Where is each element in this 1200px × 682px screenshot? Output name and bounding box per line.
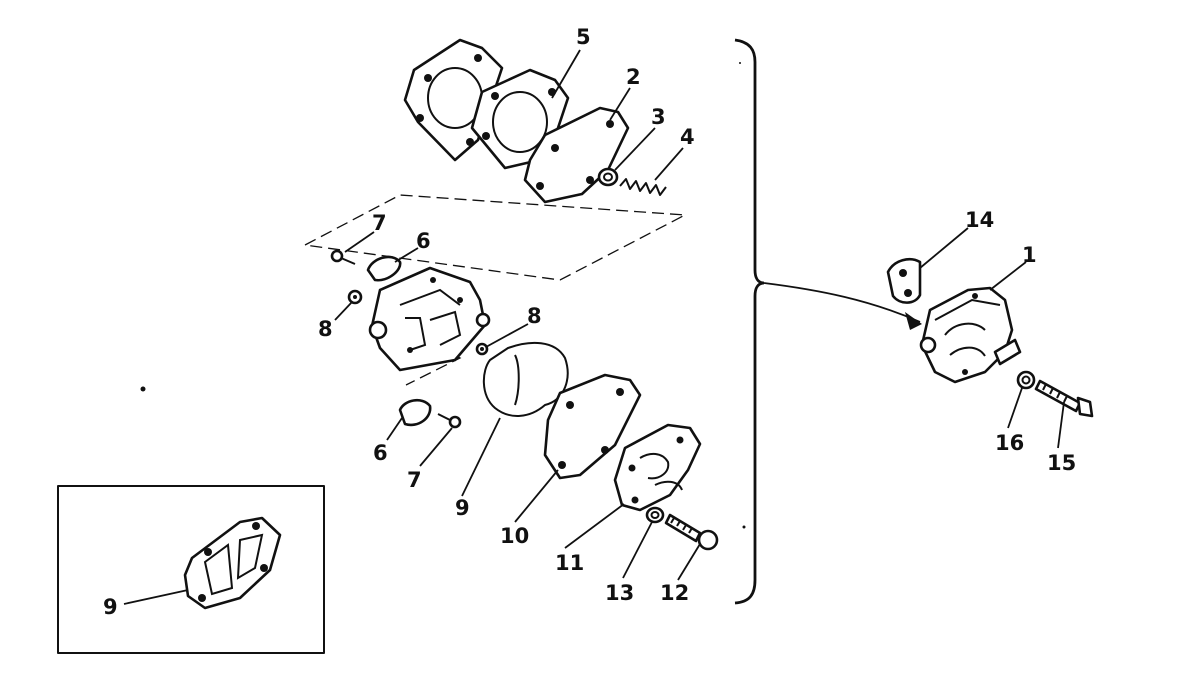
callout-6-upper: 6 xyxy=(416,229,431,253)
scan-speck xyxy=(742,525,746,529)
leader-15 xyxy=(1057,401,1065,449)
leader-6a xyxy=(394,247,419,263)
screw-7-upper xyxy=(330,249,356,265)
callout-13: 13 xyxy=(605,581,634,605)
diaphragm-2 xyxy=(523,106,630,204)
callout-8-left: 8 xyxy=(318,317,333,341)
nut-8-left xyxy=(347,289,363,305)
callout-5: 5 xyxy=(576,25,591,49)
leader-16 xyxy=(1007,387,1023,429)
gasket-9 xyxy=(482,341,569,417)
washer-16 xyxy=(1016,370,1036,390)
callout-1: 1 xyxy=(1022,243,1037,267)
leader-10 xyxy=(514,469,559,523)
check-valve-6-upper xyxy=(366,255,402,282)
assembly-arrow xyxy=(763,282,921,323)
callout-3: 3 xyxy=(651,105,666,129)
gasket-14 xyxy=(886,258,922,304)
bolt-15 xyxy=(1034,379,1094,418)
callout-7-upper: 7 xyxy=(372,211,387,235)
scan-speck xyxy=(140,386,146,392)
leader-5 xyxy=(551,49,581,99)
nut-8-right xyxy=(475,342,489,356)
spring-4 xyxy=(619,178,667,196)
leader-3 xyxy=(614,127,656,171)
plate-10 xyxy=(543,373,642,480)
cover-11 xyxy=(613,423,702,512)
leader-12 xyxy=(677,543,701,581)
cap-3 xyxy=(597,167,619,187)
scan-speck xyxy=(739,62,741,64)
callout-10: 10 xyxy=(500,524,529,548)
leader-7b xyxy=(419,427,453,467)
screw-7-lower xyxy=(437,413,462,429)
callout-12: 12 xyxy=(660,581,689,605)
leader-1 xyxy=(989,261,1027,291)
leader-8a xyxy=(334,301,353,321)
leader-7a xyxy=(344,231,375,253)
leader-9-inset xyxy=(123,589,189,605)
callout-6-lower: 6 xyxy=(373,441,388,465)
leader-4 xyxy=(654,147,684,181)
pump-body xyxy=(368,266,491,372)
leader-13 xyxy=(622,521,653,579)
leader-8b xyxy=(485,323,529,348)
callout-11: 11 xyxy=(555,551,584,575)
callout-15: 15 xyxy=(1047,451,1076,475)
callout-9-inset: 9 xyxy=(103,595,118,619)
leader-9 xyxy=(461,417,501,497)
bolt-12 xyxy=(664,513,719,551)
assembly-line-top xyxy=(304,194,688,281)
check-valve-6-lower xyxy=(398,398,432,427)
arrow-head xyxy=(905,312,922,330)
callout-7-lower: 7 xyxy=(407,468,422,492)
leader-6b xyxy=(386,417,403,441)
inset-gasket-9 xyxy=(183,516,282,610)
leader-2 xyxy=(609,87,631,121)
callout-16: 16 xyxy=(995,431,1024,455)
callout-9: 9 xyxy=(455,496,470,520)
callout-14: 14 xyxy=(965,208,994,232)
callout-4: 4 xyxy=(680,125,695,149)
callout-2: 2 xyxy=(626,65,641,89)
group-bracket xyxy=(734,38,765,605)
assembled-fuel-pump-1 xyxy=(919,286,1022,384)
callout-8-right: 8 xyxy=(527,304,542,328)
inset-box xyxy=(57,485,325,654)
washer-13 xyxy=(645,506,665,524)
leader-14 xyxy=(919,227,969,269)
leader-11 xyxy=(564,503,625,549)
